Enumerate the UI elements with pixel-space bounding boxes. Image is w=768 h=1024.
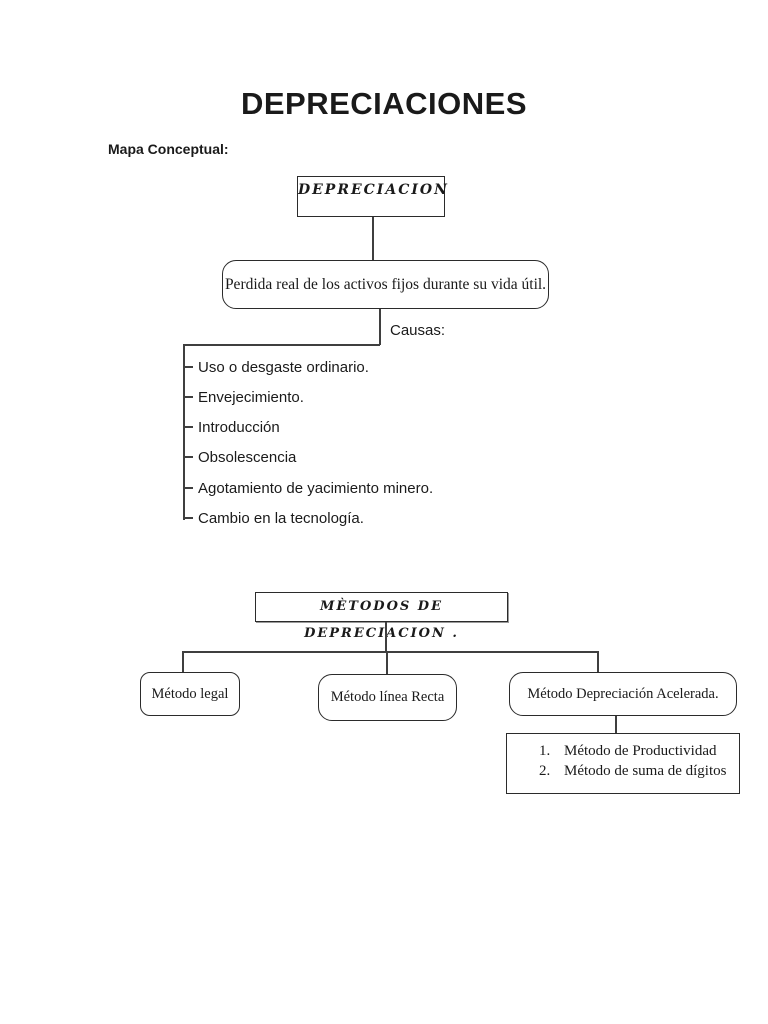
page-title: DEPRECIACIONES <box>240 86 528 121</box>
cause-item: Introducción <box>183 418 280 436</box>
cause-label: Obsolescencia <box>198 448 297 466</box>
causes-label: Causas: <box>390 322 446 339</box>
cause-label: Cambio en la tecnología. <box>198 509 364 527</box>
branch-tick <box>183 366 193 368</box>
cause-item: Cambio en la tecnología. <box>183 509 364 527</box>
branch-tick <box>183 426 193 428</box>
cause-item: Agotamiento de yacimiento minero. <box>183 479 433 497</box>
node-metodo-legal: Método legal <box>140 672 240 716</box>
node-metodo-depreciacion-acelerada: Método Depreciación Acelerada. <box>509 672 737 716</box>
drop-line-metodo-acelerada <box>597 651 599 672</box>
node-metodos-de-depreciacion: MÈTODOS DE DEPRECIACION . <box>255 592 508 641</box>
node-metodo-linea-recta: Método línea Recta <box>318 674 457 721</box>
branch-tick <box>183 456 193 458</box>
methods-branch-horizontal-line <box>182 651 598 653</box>
cause-item: Uso o desgaste ordinario. <box>183 358 369 376</box>
cause-item: Obsolescencia <box>183 448 296 466</box>
submethod-label: Método de suma de dígitos <box>564 763 727 779</box>
connector-definition-to-causes <box>379 309 381 345</box>
drop-line-metodo-linea-recta <box>386 651 388 674</box>
node-definition: Perdida real de los activos fijos durant… <box>222 260 549 309</box>
section-label-mapa-conceptual: Mapa Conceptual: <box>108 141 229 157</box>
submethod-number: 2. <box>539 763 551 779</box>
cause-item: Envejecimiento. <box>183 388 304 406</box>
branch-tick <box>183 487 193 489</box>
cause-label: Introducción <box>198 418 280 436</box>
cause-label: Uso o desgaste ordinario. <box>198 358 369 376</box>
causes-bracket-vertical-line <box>183 344 185 520</box>
connector-acelerada-to-submethods <box>615 716 617 733</box>
connector-root-to-definition <box>372 217 374 260</box>
submethod-number: 1. <box>539 743 551 759</box>
node-submethods-list: 1. Método de Productividad 2. Método de … <box>506 733 740 794</box>
cause-label: Agotamiento de yacimiento minero. <box>198 479 434 497</box>
submethod-item: 1. Método de Productividad <box>507 741 739 761</box>
causes-bracket-top-line <box>183 344 380 346</box>
drop-line-metodo-legal <box>182 651 184 672</box>
submethod-label: Método de Productividad <box>564 743 717 759</box>
connector-methods-header <box>385 622 387 651</box>
node-depreciacion: DEPRECIACION <box>297 176 447 217</box>
cause-label: Envejecimiento. <box>198 388 304 406</box>
submethod-item: 2. Método de suma de dígitos <box>507 761 739 781</box>
branch-tick <box>183 517 193 519</box>
branch-tick <box>183 396 193 398</box>
